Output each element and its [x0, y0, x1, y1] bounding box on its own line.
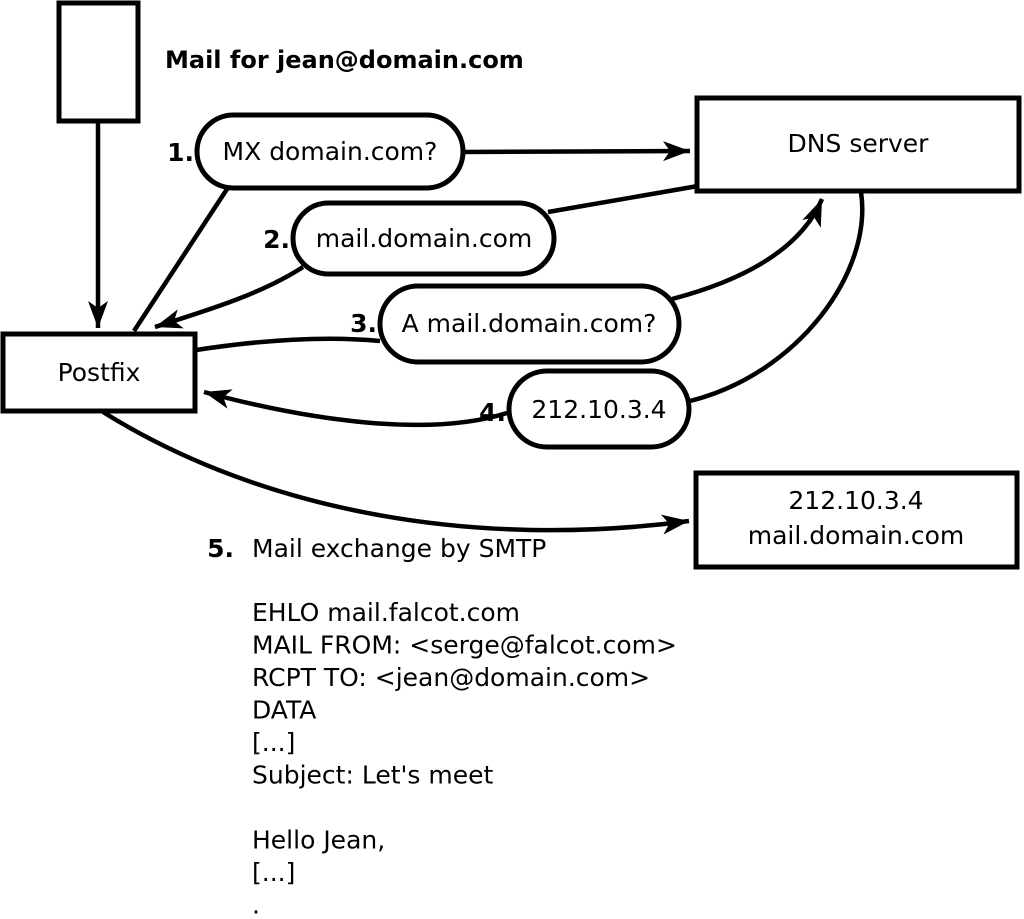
postfix-box — [0, 331, 198, 414]
smtp-session-block: EHLO mail.falcot.com MAIL FROM: <serge@f… — [252, 598, 677, 919]
step4-number: 4. — [479, 398, 506, 427]
smtp-line: DATA — [252, 696, 316, 725]
step3-label: A mail.domain.com? — [402, 309, 657, 338]
smtp-line: RCPT TO: <jean@domain.com> — [252, 663, 650, 692]
connector-dns-to-pill2 — [547, 183, 699, 215]
pill-query-a — [377, 283, 682, 365]
smtp-line: MAIL FROM: <serge@falcot.com> — [252, 631, 677, 660]
step2-number: 2. — [263, 225, 290, 254]
smtp-line: [...] — [252, 858, 295, 887]
arrow-response-mx — [154, 265, 305, 330]
dns-server-box — [694, 95, 1022, 194]
diagram-title: Mail for jean@domain.com — [165, 46, 524, 74]
step3-number: 3. — [350, 309, 377, 338]
arrow-smtp-exchange — [101, 410, 690, 535]
mail-source-box — [56, 0, 141, 124]
pill-query-mx — [194, 112, 466, 191]
step4-label: 212.10.3.4 — [531, 395, 666, 424]
arrow-response-a — [203, 389, 508, 428]
smtp-line: Subject: Let's meet — [252, 761, 493, 790]
smtp-line: EHLO mail.falcot.com — [252, 598, 520, 627]
dns-server-label: DNS server — [788, 129, 930, 158]
step1-number: 1. — [167, 138, 194, 167]
connector-dns-to-pill4 — [689, 191, 865, 404]
smtp-line: Hello Jean, — [252, 826, 385, 855]
step1-label: MX domain.com? — [223, 137, 438, 166]
pill-response-mx — [290, 200, 557, 277]
pill-response-a — [506, 368, 692, 450]
arrow-query-mx — [461, 141, 691, 162]
mail-server-ip: 212.10.3.4 — [788, 486, 923, 515]
step5-label: Mail exchange by SMTP — [252, 534, 546, 563]
smtp-line: . — [252, 891, 260, 919]
mail-server-box — [693, 470, 1020, 570]
connector-postfix-to-pill1 — [132, 184, 231, 333]
step2-label: mail.domain.com — [316, 224, 532, 253]
step5-number: 5. — [207, 534, 234, 563]
arrow-query-a — [671, 198, 825, 302]
smtp-line: [...] — [252, 728, 295, 757]
connector-postfix-to-pill3 — [195, 336, 381, 353]
postfix-label: Postfix — [58, 358, 141, 387]
mail-server-hostname: mail.domain.com — [748, 521, 964, 550]
